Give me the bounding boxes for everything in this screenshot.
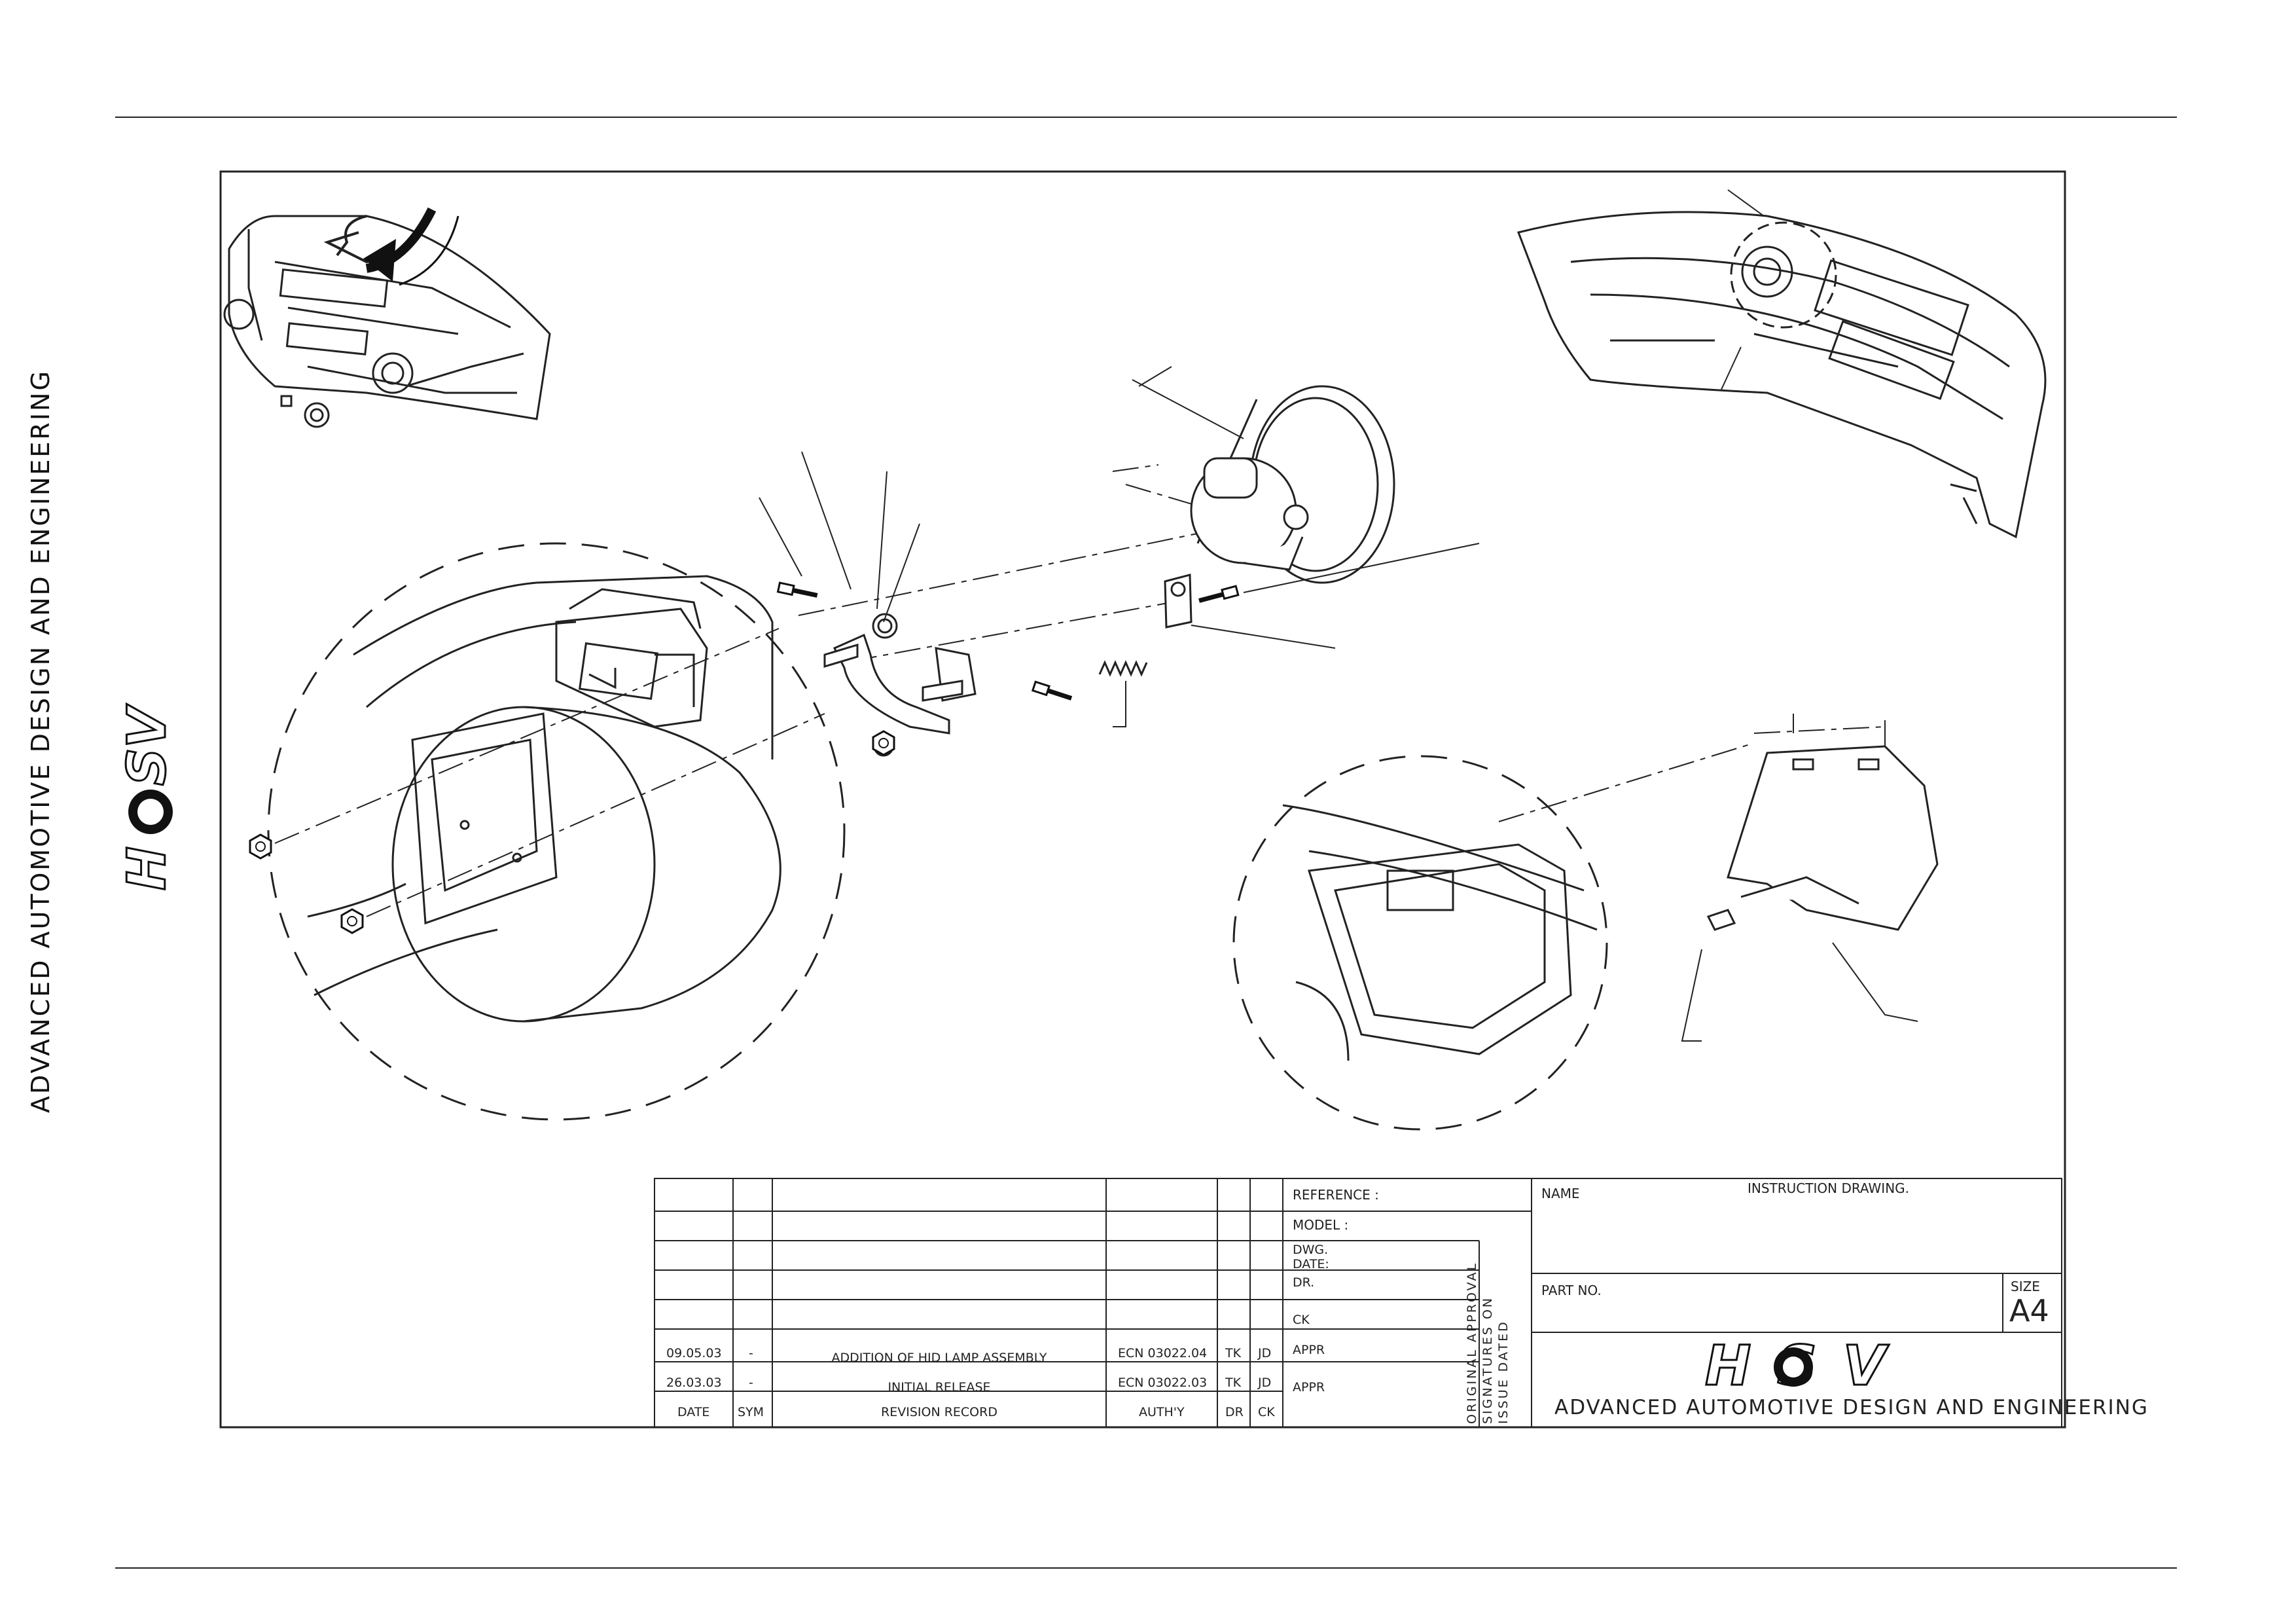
approval-note-3: ISSUE DATED: [1496, 1320, 1511, 1424]
appr-label-2: APPR: [1293, 1380, 1325, 1395]
part-no-label: PART NO.: [1541, 1283, 1602, 1298]
rev-header-record: REVISION RECORD: [881, 1405, 997, 1419]
top-rule: [115, 117, 2177, 118]
rev-ck: JD: [1257, 1346, 1271, 1360]
nut-bracket: [872, 730, 895, 756]
callout-line: [1727, 189, 1765, 217]
svg-text:SV: SV: [117, 703, 177, 786]
nut-lower: [340, 908, 364, 934]
rev-header-sym: SYM: [738, 1405, 764, 1419]
approval-note-2: SIGNATURES ON: [1480, 1296, 1495, 1424]
dwg-label: DWG.: [1293, 1243, 1328, 1257]
removal-arrow-2: [399, 215, 459, 286]
spring: [1098, 660, 1148, 677]
car-front-view: [223, 215, 551, 428]
rev-sym: -: [749, 1376, 753, 1390]
trim-panel: [1706, 745, 1939, 931]
rev-dr: TK: [1225, 1376, 1242, 1390]
rev-header-auth: AUTH'Y: [1139, 1405, 1185, 1419]
fog-lamp: [1190, 385, 1395, 584]
revision-row: 26.03.03 - INITIAL RELEASE ECN 03022.03 …: [666, 1376, 1271, 1395]
name-value: INSTRUCTION DRAWING.: [1748, 1180, 1909, 1196]
callout-line: [1721, 346, 1742, 390]
rev-date: 26.03.03: [666, 1376, 722, 1390]
bolt-lamp: [1198, 586, 1238, 605]
trim-detail-view: [1232, 755, 1608, 1131]
appr-label-1: APPR: [1293, 1343, 1325, 1357]
rev-auth: ECN 03022.03: [1118, 1376, 1207, 1390]
bolt-upper: [778, 583, 819, 600]
approval-note-1: ORIGINAL APPROVAL: [1465, 1262, 1479, 1424]
assembly-centerlines: [274, 464, 1886, 917]
rev-date: 09.05.03: [666, 1346, 722, 1360]
title-block: [654, 1178, 2062, 1428]
company-name: ADVANCED AUTOMOTIVE DESIGN AND ENGINEERI…: [1554, 1396, 2149, 1419]
rev-header-ck: CK: [1258, 1405, 1275, 1419]
rev-record: INITIAL RELEASE: [888, 1380, 990, 1395]
model-label: MODEL :: [1293, 1217, 1348, 1233]
rev-ck: JD: [1257, 1376, 1271, 1390]
arrow-head: [363, 239, 396, 282]
bolt-lower: [1033, 682, 1073, 702]
ck-label: CK: [1293, 1313, 1310, 1327]
rev-dr: TK: [1225, 1346, 1242, 1360]
rev-auth: ECN 03022.04: [1118, 1346, 1207, 1360]
size-value: A4: [2009, 1293, 2049, 1328]
nut-upper: [249, 833, 272, 860]
name-label: NAME: [1541, 1186, 1580, 1201]
hsv-title-logo: HSV: [1704, 1333, 1912, 1399]
reference-label: REFERENCE :: [1293, 1187, 1379, 1203]
bracket: [823, 613, 977, 757]
rev-header-date: DATE: [677, 1405, 709, 1419]
bottom-rule: [115, 1567, 2177, 1569]
rev-header-dr: DR: [1225, 1405, 1244, 1419]
hsv-logo-text: HSV: [1705, 1334, 1912, 1398]
mount-detail-view: [267, 542, 846, 1121]
date-label: DATE:: [1293, 1257, 1329, 1271]
hsv-side-logo: H SV: [116, 702, 179, 892]
leader-lines: [759, 366, 1918, 1042]
rev-sym: -: [749, 1346, 753, 1360]
size-label: SIZE: [2011, 1279, 2040, 1294]
bumper-underside-view: [1516, 211, 2047, 539]
rev-record: ADDITION OF HID LAMP ASSEMBLY: [832, 1351, 1047, 1365]
adjuster-clip: [1164, 574, 1193, 629]
approval-note: ORIGINAL APPROVAL SIGNATURES ON ISSUE DA…: [1465, 1262, 1511, 1424]
dr-label: DR.: [1293, 1275, 1314, 1290]
revision-row: 09.05.03 - ADDITION OF HID LAMP ASSEMBLY…: [666, 1346, 1271, 1365]
svg-text:H: H: [117, 847, 177, 890]
revision-header: DATE SYM REVISION RECORD AUTH'Y DR CK: [677, 1405, 1275, 1419]
